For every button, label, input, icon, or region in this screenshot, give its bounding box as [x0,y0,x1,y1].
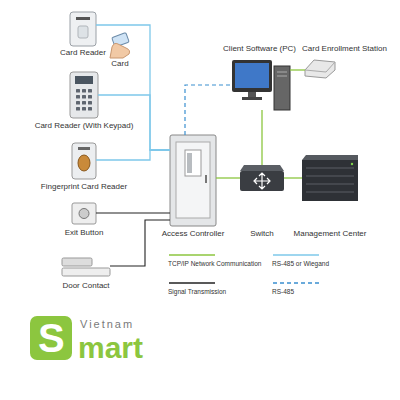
device-label: Access Controller [162,230,225,239]
enrollment-station: Card Enrollment Station [305,60,335,78]
legend-entry: RS-485 or Wiegand [272,252,392,272]
pc-icon [232,60,290,110]
door-contact: Door Contact [62,258,110,276]
device-label: Exit Button [65,229,104,238]
connector [110,220,170,266]
connector [185,85,232,135]
connector [96,25,170,150]
card: Card [108,34,132,58]
device-label: Card Enrollment Station [302,45,387,54]
card-icon [110,33,130,58]
card-reader: Card Reader [70,12,96,46]
access-controller: Access Controller [170,135,216,226]
legend-swatch [272,252,320,258]
logo-brand: Vietnam [80,319,134,330]
connector [261,110,262,165]
device-label: Switch [250,230,274,239]
device-label: Card Reader [60,49,106,58]
legend-text: TCP/IP Network Communication [168,260,261,267]
legend-swatch [168,252,216,258]
legend-swatch [168,280,216,286]
logo-word: mart [78,333,143,363]
keypad-reader-icon [70,72,98,118]
fingerprint-reader: Fingerprint Card Reader [72,143,96,179]
legend-entry: RS-485 [272,280,392,300]
door-contact-icon [62,258,110,276]
connector [96,150,170,160]
connector [216,177,240,178]
legend-text: Signal Transmission [168,288,226,295]
legend-text: RS-485 or Wiegand [272,260,329,267]
access-controller-cabinet [170,135,216,226]
connector [290,69,305,70]
management-center: Management Center [302,155,358,201]
keypad-card-reader: Card Reader (With Keypad) [70,72,98,118]
switch-icon [240,165,284,191]
legend-entry: Signal Transmission [168,280,288,300]
exit-button-icon [72,203,96,224]
exit-button: Exit Button [72,203,96,224]
device-label: Card Reader (With Keypad) [35,122,134,131]
legend-entry: TCP/IP Network Communication [168,252,288,272]
client-pc: Client Software (PC) [232,60,290,110]
fingerprint-reader-icon [72,143,96,179]
connector [284,177,302,178]
device-label: Door Contact [62,282,109,291]
logo-letter: S [38,318,65,358]
network-switch: Switch [240,165,284,191]
connector [96,212,170,213]
device-label: Management Center [294,230,367,239]
management-center-icon [302,155,358,201]
legend-text: RS-485 [272,288,294,295]
device-label: Client Software (PC) [223,45,296,54]
card-reader-icon [70,12,96,46]
enrollment-station-icon [305,60,335,78]
logo-square [30,316,72,360]
legend-swatch [272,280,320,286]
device-label: Card [111,60,128,69]
device-label: Fingerprint Card Reader [41,183,127,192]
